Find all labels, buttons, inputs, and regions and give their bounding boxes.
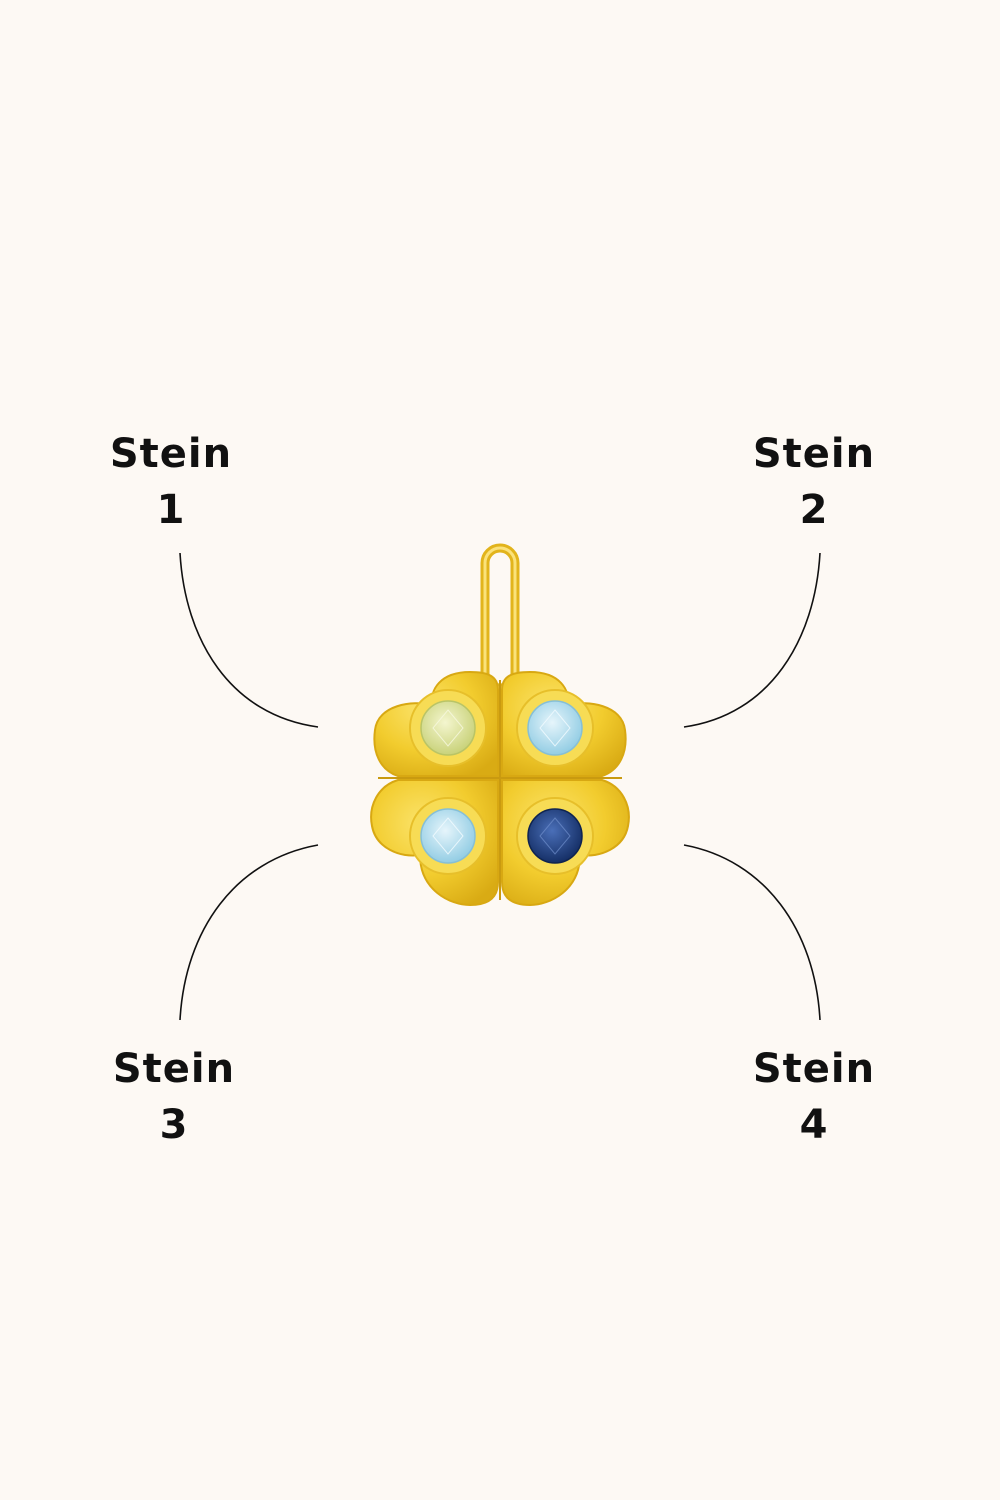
leader-line-2 <box>683 552 821 728</box>
stone-label-4-word: Stein <box>752 1046 876 1092</box>
stone-2 <box>527 700 583 756</box>
stone-4 <box>527 808 583 864</box>
stone-label-1: Stein 1 <box>71 426 271 538</box>
stone-label-4: Stein 4 <box>714 1041 914 1153</box>
leader-line-3 <box>179 844 319 1021</box>
stone-3 <box>420 808 476 864</box>
stone-label-3-word: Stein <box>112 1046 236 1092</box>
stone-label-1-number: 1 <box>156 487 186 533</box>
leader-line-1 <box>179 552 319 728</box>
stone-label-2-number: 2 <box>799 487 829 533</box>
stone-label-1-word: Stein <box>109 431 233 477</box>
stone-setting-3 <box>409 797 487 875</box>
stone-label-4-number: 4 <box>799 1102 829 1148</box>
stone-label-2-word: Stein <box>752 431 876 477</box>
stone-setting-1 <box>409 689 487 767</box>
stone-setting-4 <box>516 797 594 875</box>
stone-label-3-number: 3 <box>159 1102 189 1148</box>
stone-label-2: Stein 2 <box>714 426 914 538</box>
leader-line-4 <box>683 844 821 1021</box>
stone-setting-2 <box>516 689 594 767</box>
stone-1 <box>420 700 476 756</box>
stone-label-3: Stein 3 <box>74 1041 274 1153</box>
pendant-bail <box>480 543 520 693</box>
clover-pendant <box>370 670 630 907</box>
